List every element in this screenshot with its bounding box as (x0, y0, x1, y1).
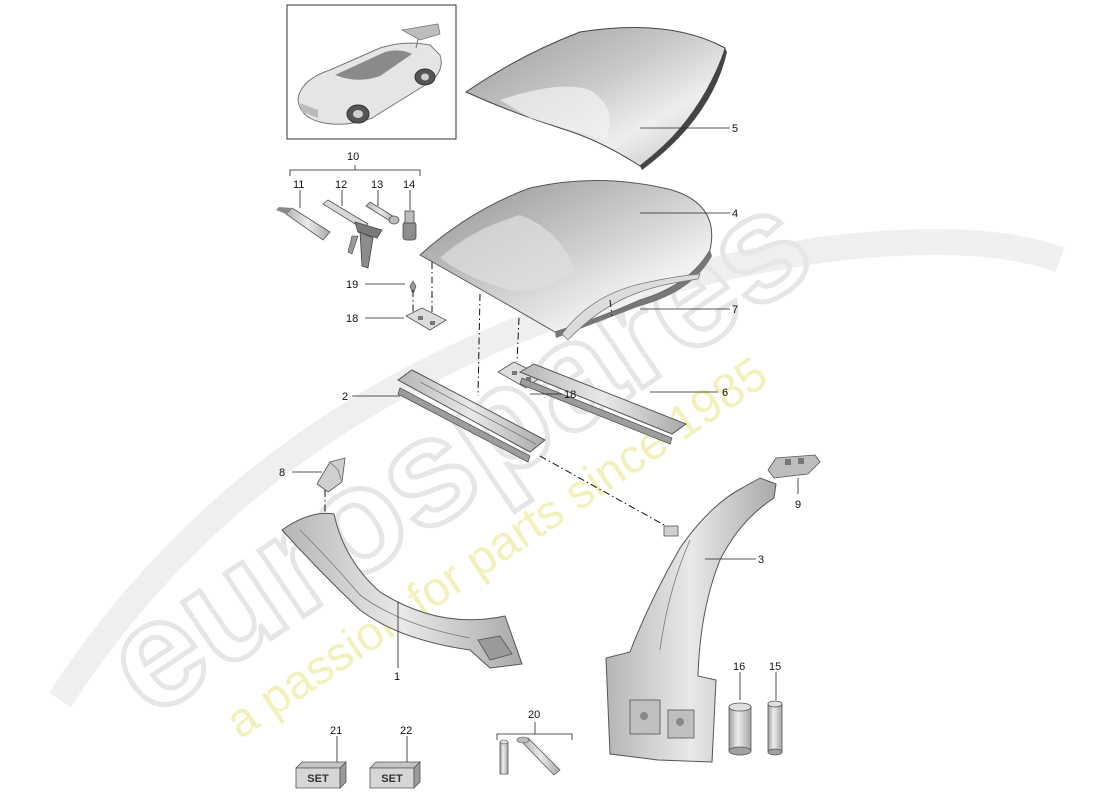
callout-20: 20 (528, 709, 540, 721)
car-illustration (297, 23, 442, 125)
callout-labels: 5 4 7 6 18 10 11 12 13 14 19 18 2 8 9 3 … (279, 123, 801, 737)
part-3-pillar (605, 477, 777, 763)
set-label-21: SET (307, 773, 329, 785)
callout-18-right: 18 (564, 389, 576, 401)
callout-16: 16 (733, 661, 745, 673)
callout-11: 11 (293, 179, 304, 191)
assembly-lines (324, 262, 667, 527)
part-11-adhesive-tube (276, 207, 331, 241)
part-21-repair-set: SET (295, 761, 347, 789)
callout-12: 12 (335, 179, 347, 191)
callout-7: 7 (732, 304, 738, 316)
part-6-roof-frame-rear (518, 363, 688, 445)
part-7-trim-strip (561, 273, 701, 341)
part-18-bracket-left (405, 307, 447, 331)
callout-18-left: 18 (346, 313, 358, 325)
part-14-cleaner-bottle (402, 210, 417, 241)
part-1-a-pillar (281, 512, 523, 669)
part-5-roof-panel (464, 27, 727, 170)
part-16-cylinder (728, 702, 752, 756)
callout-10: 10 (347, 151, 359, 163)
callout-6: 6 (722, 387, 728, 399)
callout-2: 2 (342, 391, 348, 403)
callout-21: 21 (330, 725, 342, 737)
part-8-gusset (316, 457, 346, 493)
part-2-roof-frame-front (397, 369, 546, 463)
callout-19: 19 (346, 279, 358, 291)
callout-1: 1 (394, 671, 400, 683)
part-13-nozzle (365, 201, 400, 225)
callout-22: 22 (400, 725, 412, 737)
callout-8: 8 (279, 467, 285, 479)
callout-13: 13 (371, 179, 383, 191)
part-9-clip (767, 454, 821, 479)
part-15-cylinder (767, 700, 783, 756)
callout-14: 14 (403, 179, 415, 191)
callout-15: 15 (769, 661, 781, 673)
leader-lines (289, 127, 799, 762)
part-22-repair-set: SET (369, 761, 421, 789)
part-20-bolt-set (499, 736, 561, 776)
set-label-22: SET (381, 773, 403, 785)
part-12-caulking-gun (322, 199, 383, 269)
vehicle-thumbnail (286, 4, 457, 140)
callout-9: 9 (795, 499, 801, 511)
callout-3: 3 (758, 554, 764, 566)
callout-4: 4 (732, 208, 738, 220)
callout-5: 5 (732, 123, 738, 135)
